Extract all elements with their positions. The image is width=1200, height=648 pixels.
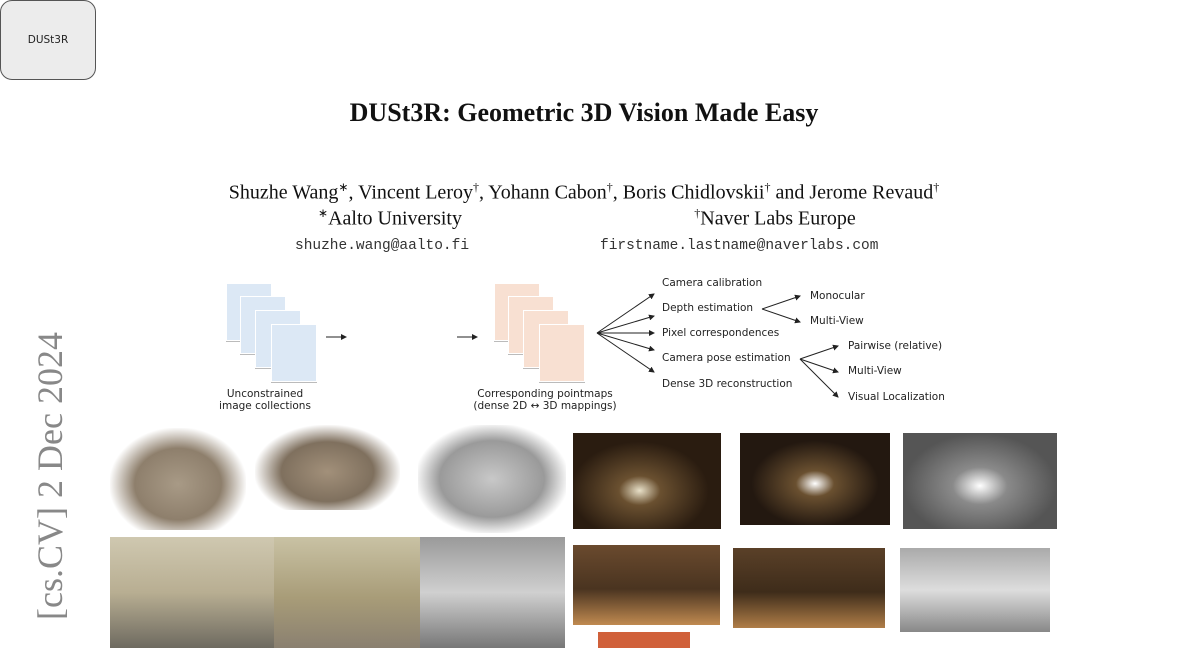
auditorium-photo — [573, 545, 720, 625]
input-label-line: Unconstrained — [226, 388, 304, 400]
author: Vincent Leroy — [358, 181, 473, 204]
task-camera-calibration: Camera calibration — [662, 277, 763, 289]
tunnel-reconstruction — [740, 433, 890, 525]
separator: , — [478, 181, 489, 204]
aff-mark: ∗ — [318, 206, 329, 220]
paper-title: DUSt3R: Geometric 3D Vision Made Easy — [349, 98, 819, 127]
output-label: Corresponding pointmaps(dense 2D ↔ 3D ma… — [460, 388, 630, 412]
task-dense-3d: Dense 3D reconstruction — [662, 378, 793, 390]
email-aalto[interactable]: shuzhe.wang@aalto.fi — [295, 238, 470, 254]
bricks-photo-1 — [110, 428, 246, 530]
author-mark: † — [472, 180, 479, 194]
arrow — [596, 332, 655, 352]
bricks-photo-2 — [255, 425, 400, 510]
partial-photo — [598, 632, 690, 648]
depth-monocular: Monocular — [810, 290, 865, 302]
input-label-line: image collections — [219, 400, 311, 412]
affiliation-aalto: ∗Aalto University — [280, 206, 500, 231]
separator: and — [770, 181, 810, 204]
author-mark: † — [933, 180, 940, 194]
arrow — [799, 358, 839, 374]
input-image-card — [271, 324, 317, 382]
depth-multiview: Multi-View — [810, 315, 864, 327]
aff-name: Naver Labs Europe — [700, 207, 856, 230]
pose-visual-localization: Visual Localization — [848, 391, 945, 403]
pose-pairwise: Pairwise (relative) — [848, 340, 943, 352]
tunnel-photo — [573, 433, 721, 529]
arrow — [761, 308, 801, 324]
author: Boris Chidlovskii — [622, 181, 765, 204]
arrow — [799, 344, 839, 360]
task-camera-pose: Camera pose estimation — [662, 352, 791, 364]
author: Jerome Revaud — [809, 181, 934, 204]
author-list: Shuzhe Wang∗, Vincent Leroy†, Yohann Cab… — [0, 180, 1168, 205]
office-photo-2 — [274, 537, 420, 648]
pointmap-card — [539, 324, 585, 382]
author-mark: ∗ — [338, 180, 349, 194]
author: Yohann Cabon — [488, 181, 607, 204]
affiliation-naver: †Naver Labs Europe — [660, 206, 890, 231]
author-mark: † — [606, 180, 613, 194]
auditorium-pointcloud — [900, 548, 1050, 632]
task-depth-estimation: Depth estimation — [662, 302, 754, 314]
arrow — [761, 294, 801, 310]
author: Shuzhe Wang — [228, 181, 339, 204]
output-label-line: Corresponding pointmaps — [477, 388, 613, 400]
dust3r-model-box: DUSt3R — [0, 0, 96, 80]
aff-mark: † — [694, 206, 701, 220]
auditorium-reconstruction — [733, 548, 885, 628]
aff-name: Aalto University — [328, 207, 462, 230]
bricks-pointcloud — [418, 425, 566, 533]
office-photo-1 — [110, 537, 274, 648]
arrow — [596, 332, 655, 373]
separator: , — [348, 181, 359, 204]
task-pixel-correspondences: Pixel correspondences — [662, 327, 780, 339]
arrow — [799, 358, 839, 398]
output-label-line: (dense 2D ↔ 3D mappings) — [473, 400, 617, 412]
separator: , — [612, 181, 623, 204]
arrow — [596, 293, 655, 334]
model-label: DUSt3R — [27, 34, 69, 46]
author-mark: † — [764, 180, 771, 194]
tunnel-pointcloud — [903, 433, 1057, 529]
pose-multiview: Multi-View — [848, 365, 902, 377]
arrow — [596, 314, 655, 334]
email-naver[interactable]: firstname.lastname@naverlabs.com — [600, 238, 879, 254]
office-pointcloud — [420, 537, 565, 648]
